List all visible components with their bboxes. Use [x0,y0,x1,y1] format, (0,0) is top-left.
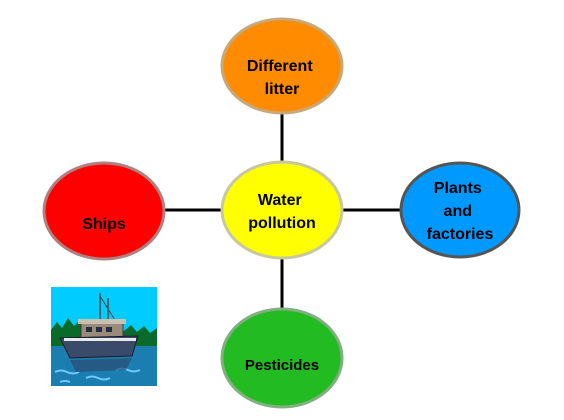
clipart-hull-stripe [64,338,136,341]
node-pesticides-shape [220,307,344,409]
node-water-pollution: Water pollution [220,160,344,260]
node-ships-line-1: Ships [82,216,126,233]
node-water-pollution-line-2: pollution [248,215,316,232]
node-plants-line-2: and [444,203,472,220]
svg-text:Plants and factori: Plants and factories [427,180,494,243]
node-ships: Ships [42,161,166,261]
node-different-litter: Different litter [220,17,344,115]
node-plants-line-1: Plants [434,180,482,197]
node-plants-and-factories: Plants and factories [399,161,521,259]
node-pesticides-line-1: Pesticides [245,357,319,374]
node-different-litter-line-1: Different [247,58,313,75]
svg-text:Different litter: Different litter [247,58,317,98]
node-pesticides: Pesticides [220,307,344,409]
clipart-reflection [70,358,132,372]
clipart-hull [59,335,139,359]
clipart-water-ripples [54,367,141,383]
node-plants-line-3: factories [427,226,494,243]
svg-text:Water pollution: Water pollution [248,192,316,232]
boat-clipart [51,287,157,386]
node-water-pollution-line-1: Water [258,192,302,209]
clipart-window-2 [96,327,102,332]
clipart-cabin-roof [78,319,126,324]
svg-text:Pesticides: Pesticides [245,357,319,374]
node-different-litter-shape [220,17,344,115]
node-plants-and-factories-shape [399,161,521,259]
clipart-window-1 [86,327,92,332]
node-ships-shape [42,161,166,261]
svg-text:Ships: Ships [82,216,126,233]
node-different-litter-line-2: litter [265,81,300,98]
node-water-pollution-shape [220,160,344,260]
clipart-window-3 [106,327,112,332]
